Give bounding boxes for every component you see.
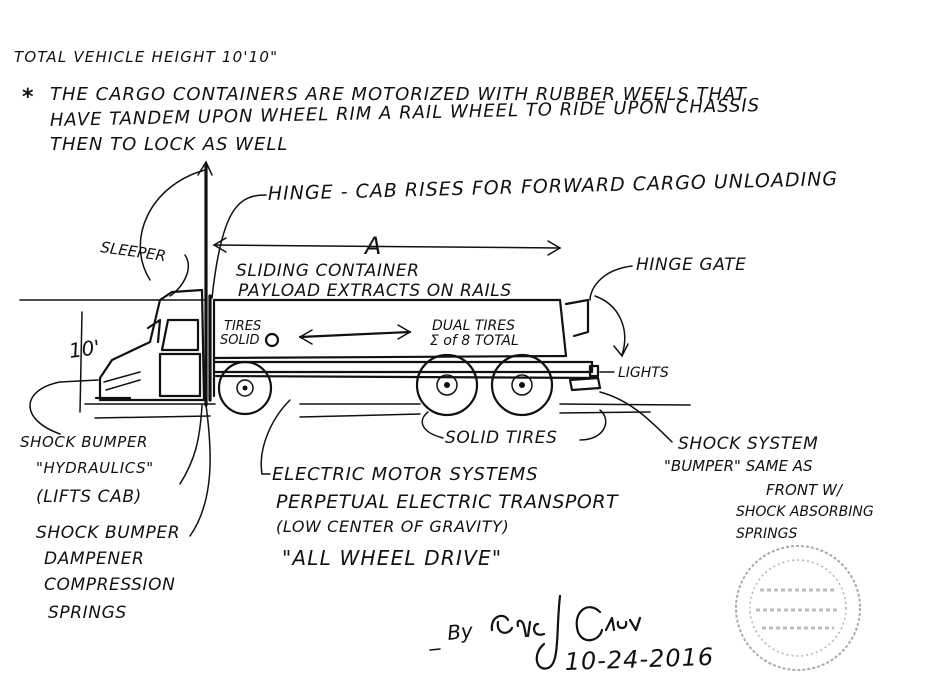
cab-grille [103,371,141,391]
signature-date: 10-24-2016 [564,643,714,676]
dimension-a-line [213,244,561,249]
sliding-container-label-2: PAYLOAD EXTRACTS ON RAILS [238,281,512,301]
note-line-1: THE CARGO CONTAINERS ARE MOTORIZED WITH … [50,84,748,105]
front-wheel [217,360,273,416]
slide-arrow-left [298,329,313,345]
electric-label-3: (LOW CENTER OF GRAVITY) [276,517,509,536]
note-line-3: THEN TO LOCK AS WELL [50,134,288,155]
ground-line-lower [94,411,651,419]
hinge-gate-label: HINGE GATE [636,255,747,275]
cab-outline [98,288,206,402]
dual-tires-label-1: DUAL TIRES [432,318,515,334]
rear-wheel-1 [415,353,479,417]
shock-bumper-label-3: (LIFTS CAB) [36,487,142,507]
shock-system-label-1: SHOCK SYSTEM [678,434,818,454]
shock-bumper-label-2: "HYDRAULICS" [36,459,154,477]
shock-bumper-label-4: SHOCK BUMPER [36,523,180,543]
truck-drawing: 10' [19,160,691,419]
hinge-gate-arrow [613,343,629,358]
electric-leader [260,399,291,475]
chassis-lower [214,374,600,380]
note-asterisk: * [22,85,34,110]
notary-stamp [735,545,861,671]
signature-underline [429,648,441,651]
hinge-gate-arc [594,295,626,356]
signature-name [490,594,642,670]
tires-label-1: TIRES [224,319,261,334]
height-10-label: 10' [67,335,101,363]
cab-door [158,352,202,398]
solid-tires-label: SOLID TIRES [445,428,558,448]
sleeper-leader [169,254,190,297]
vehicle-height-note: TOTAL VEHICLE HEIGHT 10'10" [14,48,278,66]
dimension-a-right-arrow [547,240,562,256]
shock-system-label-2: "BUMPER" SAME AS [664,457,813,475]
rear-light [588,364,600,378]
rear-bumper [568,376,602,392]
height-dimension-line [79,311,83,413]
ground-line [84,403,691,406]
sleeper-label: SLEEPER [99,238,167,265]
shock-bumper-label-6: COMPRESSION [44,575,175,595]
cab-mirror [146,318,162,344]
hinge-cab-leader [211,194,267,299]
rear-wheel-2 [490,353,554,417]
dimension-a-label: A [363,232,381,260]
container-outline [212,298,568,360]
small-rail-wheel [264,332,280,348]
rear-gate [564,298,590,338]
solid-tires-leader-left [421,411,444,439]
sleeper-arc [139,169,206,281]
electric-label-4: "ALL WHEEL DRIVE" [282,546,502,570]
hinge-gate-leader [589,265,633,301]
shock-system-label-3: FRONT W/ [766,481,844,499]
shock-bumper-label-1: SHOCK BUMPER [20,433,148,451]
shock-bumper-label-5: DAMPENER [44,549,144,569]
signature-block: By 10-24-2016 [429,594,715,676]
tires-label-2: SOLID [220,333,260,348]
dual-tires-label-2: Σ of 8 TOTAL [430,333,519,349]
shock-bumper-leader-2 [179,404,203,485]
shock-bumper-leader-3 [189,404,211,537]
electric-label-1: ELECTRIC MOTOR SYSTEMS [272,464,538,485]
hinge-cab-label: HINGE - CAB RISES FOR FORWARD CARGO UNLO… [268,168,839,205]
signature-by: By [446,618,475,645]
slide-arrow-right [397,324,412,340]
shock-bumper-leader [29,379,99,435]
shock-system-leader [599,391,673,443]
cab-window [160,318,200,352]
shock-system-label-5: SPRINGS [736,526,798,542]
chassis-rail [212,360,594,374]
shock-bumper-label-7: SPRINGS [48,603,127,623]
shock-system-label-4: SHOCK ABSORBING [736,504,874,520]
electric-label-2: PERPETUAL ELECTRIC TRANSPORT [276,491,619,513]
sliding-container-label-1: SLIDING CONTAINER [236,261,420,281]
lights-label: LIGHTS [618,365,669,381]
solid-tires-leader-right [579,409,607,441]
slide-arrow [298,330,412,339]
